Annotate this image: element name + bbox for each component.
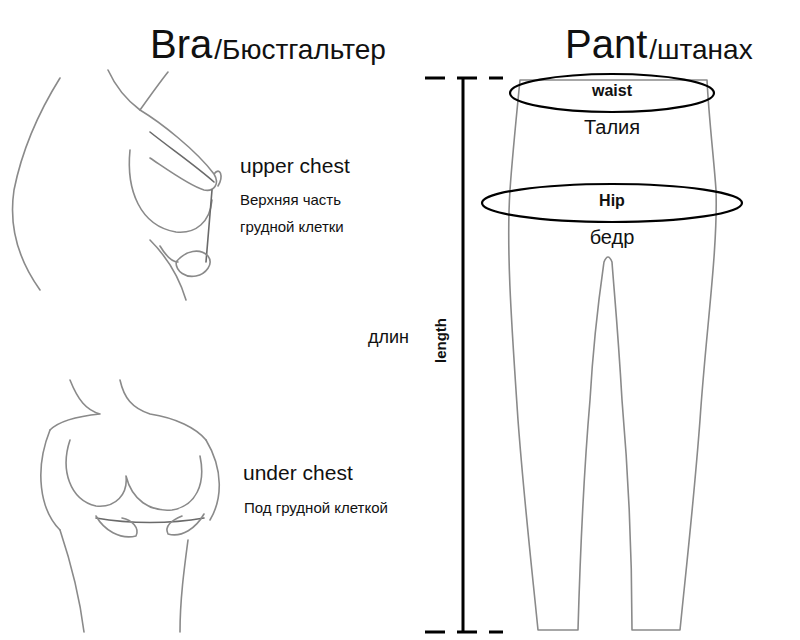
section-title: Pant	[565, 24, 647, 64]
band-caption: бедр	[480, 227, 744, 247]
measure-label: длин	[368, 328, 409, 346]
measure-label: Верхняя часть грудной клетки	[240, 186, 390, 240]
section-title: /штанах	[649, 36, 752, 64]
section-title: Bra	[150, 24, 212, 64]
band-label: waist	[508, 83, 716, 99]
arm-outline	[41, 430, 219, 530]
band-label: Hip	[480, 193, 744, 209]
body-outline	[12, 70, 168, 290]
body-outline	[60, 530, 188, 632]
breast-outline	[129, 150, 212, 232]
body-outline	[50, 380, 206, 440]
measure-label: under chest	[243, 462, 353, 483]
hip-outline	[150, 240, 186, 300]
measure-label: Под грудной клеткой	[244, 500, 388, 515]
measuring-tape	[150, 132, 214, 262]
breast-outline	[66, 440, 202, 510]
measuring-tape	[96, 518, 204, 523]
section-title: /Бюстгальтер	[214, 36, 386, 64]
length-line	[462, 78, 465, 632]
band-caption: Талия	[508, 117, 716, 137]
hand-outline	[96, 514, 204, 537]
measure-band: waistТалия	[508, 71, 716, 133]
measure-label: upper chest	[240, 155, 350, 176]
measure-band: Hip бедр	[480, 181, 744, 247]
dash-marker	[425, 78, 503, 632]
pants-outline	[509, 80, 717, 630]
dimension-label: length	[433, 318, 448, 363]
